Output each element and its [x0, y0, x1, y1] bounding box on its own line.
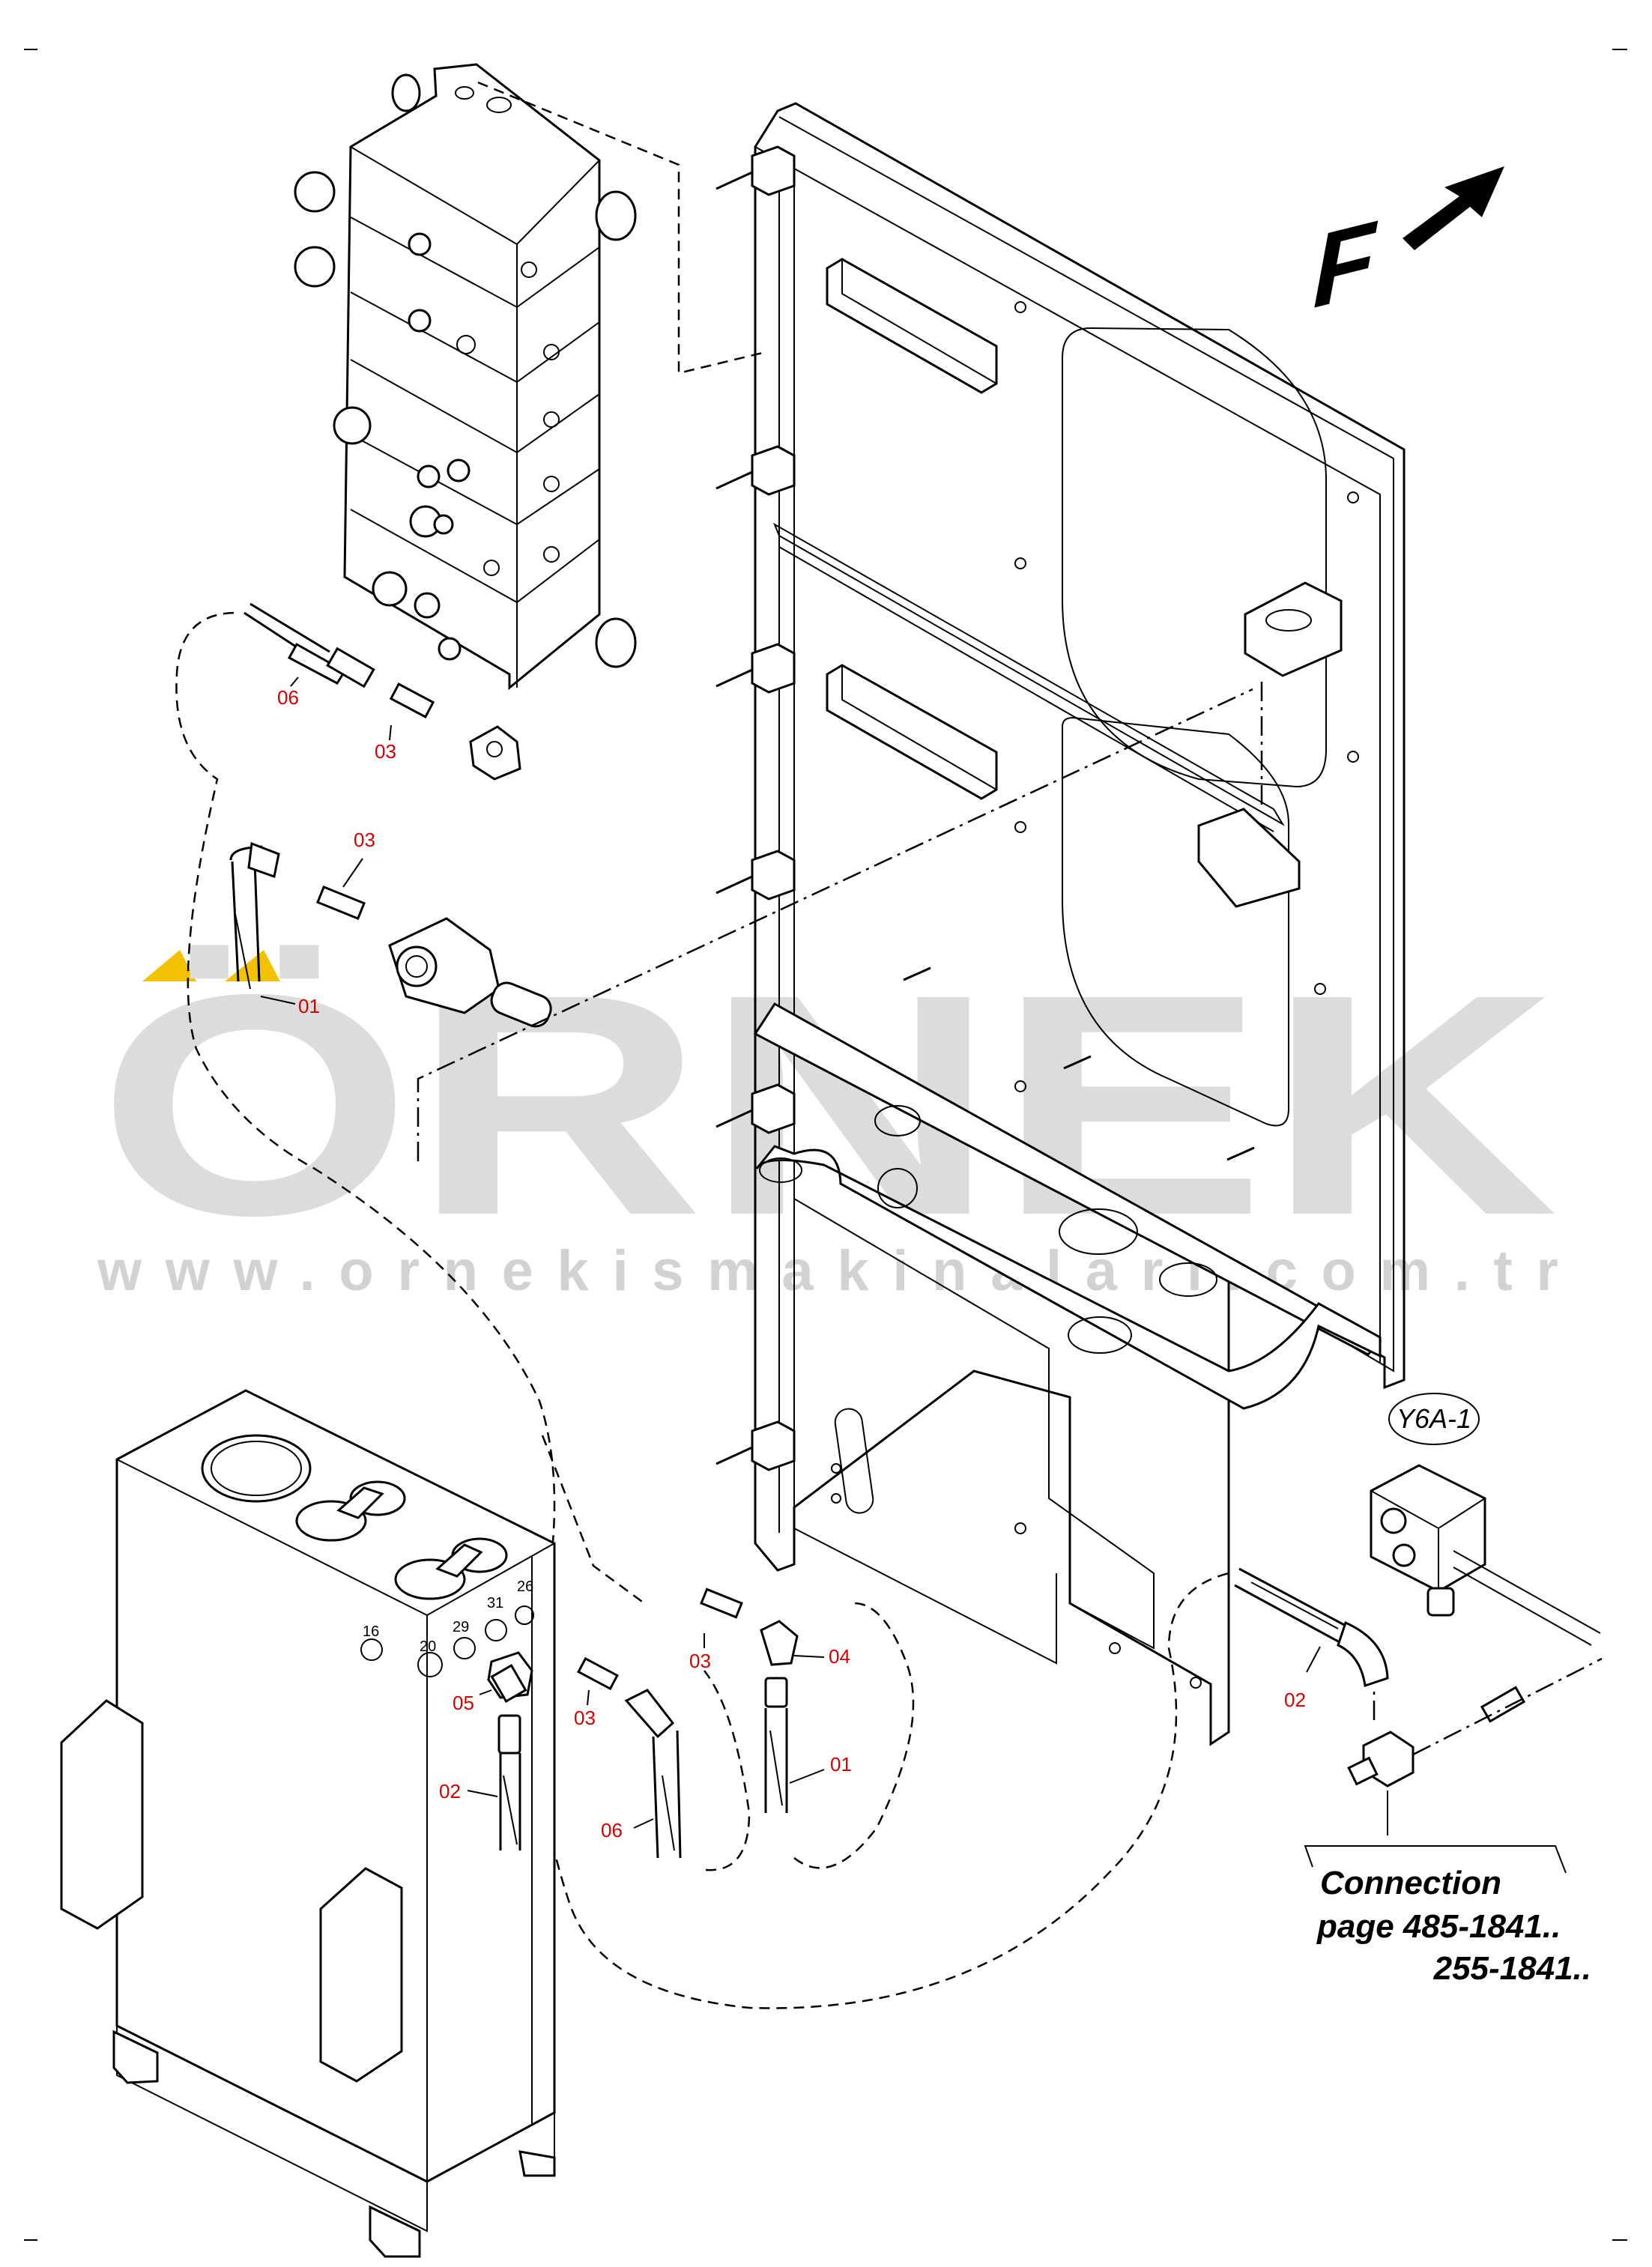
watermark-umlaut-left	[142, 950, 196, 981]
tee-fitting-upper	[469, 725, 521, 781]
tank-port-20: 20	[420, 1638, 436, 1655]
fitting-03-mid	[316, 885, 366, 921]
frame-holes	[759, 301, 1359, 1689]
solenoid-valve-y6a1: Y6A-1	[1370, 1393, 1601, 1646]
control-valve-block	[294, 63, 637, 691]
fitting-03-tank	[577, 1656, 619, 1691]
direction-arrow-icon	[1403, 166, 1504, 250]
callout-06-tank: 06	[601, 1819, 623, 1841]
tank-caps	[295, 1480, 508, 1600]
connection-note: Connection page 485-1841.. 255-1841..	[1304, 1845, 1591, 1987]
connection-note-line2: page 485-1841..	[1316, 1908, 1561, 1945]
hose-01-left	[229, 841, 280, 990]
watermark: ÖRNEK www.ornekismakinalari.com.tr	[97, 930, 1558, 1303]
callout-05: 05	[453, 1692, 474, 1714]
direction-letter: F	[1313, 198, 1379, 330]
connection-note-line3: 255-1841..	[1433, 1950, 1591, 1987]
fitting-03-upper	[389, 682, 435, 718]
watermark-brand: ÖRNEK	[97, 930, 1558, 1281]
callout-03-tank: 03	[574, 1707, 596, 1729]
valve-fittings	[294, 171, 560, 661]
callout-01-left: 01	[298, 995, 320, 1017]
callout-03-mid: 03	[354, 829, 375, 851]
callout-04: 04	[829, 1645, 850, 1668]
callout-02-tank: 02	[439, 1780, 461, 1803]
callout-01-tank: 01	[830, 1753, 852, 1776]
valve-tag-y6a1: Y6A-1	[1397, 1403, 1471, 1434]
callout-02-right: 02	[1284, 1689, 1306, 1711]
frame-studs	[903, 966, 1255, 1161]
hose-06-tank	[624, 1689, 682, 1859]
tank-port-31: 31	[487, 1595, 503, 1611]
fitting-right-end	[1480, 1686, 1526, 1723]
hose-02-tank	[497, 1714, 521, 1850]
tank-ports: 16 20 29 31 26	[360, 1579, 534, 1677]
callout-03-top: 03	[689, 1650, 711, 1672]
callout-06-upper: 06	[277, 686, 299, 709]
connection-note-line1: Connection	[1320, 1865, 1501, 1901]
tank-port-26: 26	[517, 1579, 533, 1595]
mounting-tabs	[715, 145, 796, 1471]
lifting-eye-bottom	[595, 617, 637, 668]
hose-06-upper	[243, 602, 375, 688]
frame-plate	[715, 102, 1406, 1746]
hydraulic-tank: 16 20 29 31 26	[60, 1389, 556, 2258]
hose-02-right	[1234, 1567, 1389, 1687]
corner-marks	[24, 49, 1627, 2241]
fitting-03-top	[700, 1587, 743, 1619]
part-callouts: 06 03 03 01 03 04 05 03 02 06 01 02	[260, 677, 1321, 1841]
tank-port-29: 29	[453, 1619, 469, 1635]
callout-03-upper: 03	[375, 740, 396, 763]
tank-port-16: 16	[363, 1623, 379, 1640]
pressure-sensor	[388, 917, 552, 1028]
direction-indicator: F	[1313, 166, 1504, 330]
elbow-04	[760, 1620, 799, 1666]
tee-fitting-right	[1347, 1731, 1415, 1788]
fitting-05	[487, 1651, 533, 1704]
hose-01-tank	[764, 1677, 788, 1813]
lifting-eye-top	[595, 190, 637, 241]
